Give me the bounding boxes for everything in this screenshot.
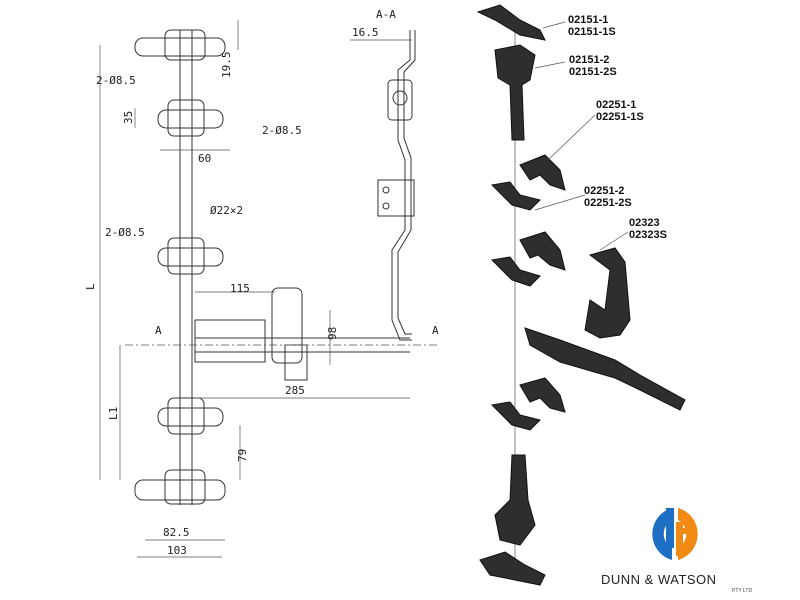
part-code: 02151-2S: [569, 66, 617, 78]
section-marker-left: A: [155, 324, 162, 337]
dim-L: L: [84, 283, 97, 290]
dim-hole-mid: 2-Ø8.5: [262, 124, 302, 137]
dim-103: 103: [167, 544, 187, 557]
part-code: 02251-2: [584, 185, 624, 197]
part-code: 02151-2: [569, 54, 609, 66]
dim-L1: L1: [107, 407, 120, 420]
dim-115: 115: [230, 282, 250, 295]
part-code: 02151-1S: [568, 26, 616, 38]
dim-19-5: 19.5: [220, 52, 233, 79]
part-code: 02251-2S: [584, 197, 632, 209]
part-code: 02323S: [629, 229, 667, 241]
part-code: 02323: [629, 217, 660, 229]
logo-name: DUNN & WATSON: [601, 572, 717, 587]
section-view: [350, 30, 416, 341]
dim-98: 98: [326, 327, 339, 340]
part-code: 02151-1: [568, 14, 608, 26]
dim-tube: Ø22×2: [210, 204, 243, 217]
logo-suffix: PTY LTD: [732, 588, 752, 594]
dim-hole-top: 2-Ø8.5: [96, 74, 136, 87]
exploded-parts: [476, 4, 686, 586]
dim-35: 35: [122, 111, 135, 124]
dunn-watson-logo: DUNN & WATSON PTY LTD: [601, 508, 752, 594]
section-title: A-A: [376, 8, 396, 21]
locking-rod-drawing: [99, 20, 440, 558]
part-code: 02251-1: [596, 99, 636, 111]
section-marker-right: A: [432, 324, 439, 337]
part-code: 02251-1S: [596, 111, 644, 123]
dim-82-5: 82.5: [163, 526, 190, 539]
dim-79: 79: [236, 449, 249, 462]
dim-60: 60: [198, 152, 211, 165]
dim-hole-lower: 2-Ø8.5: [105, 226, 145, 239]
dim-285: 285: [285, 384, 305, 397]
dim-16-5: 16.5: [352, 26, 379, 39]
